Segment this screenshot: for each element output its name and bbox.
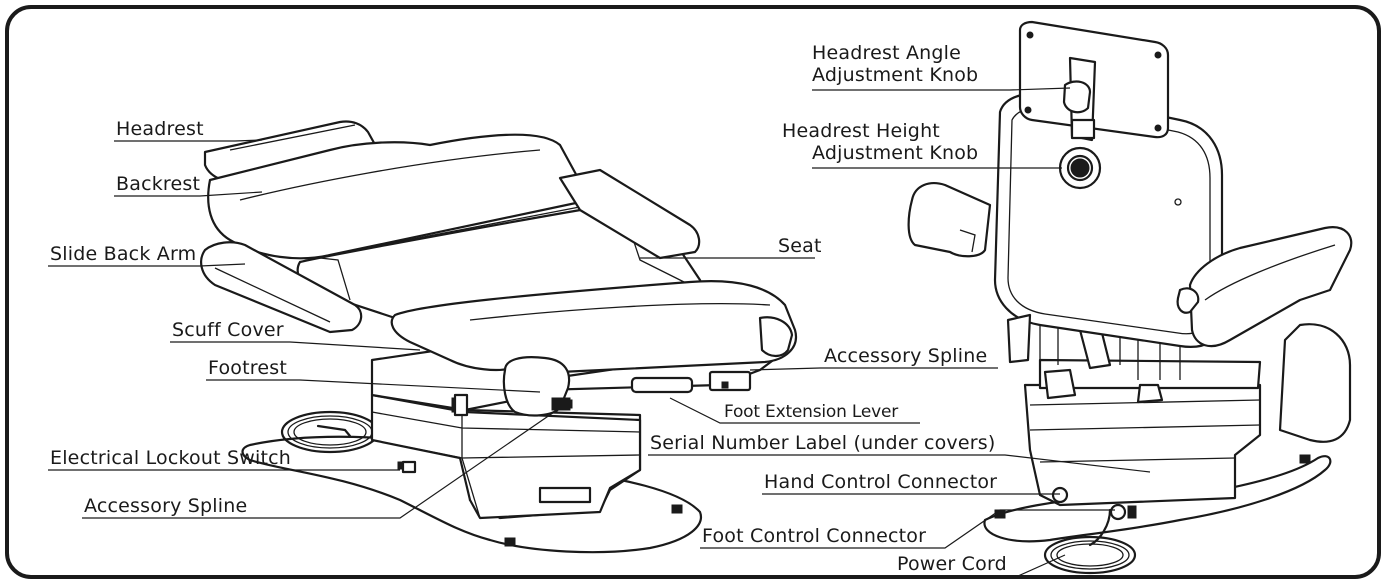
leader-lines <box>48 87 1151 577</box>
right-near-arm <box>1188 226 1353 348</box>
leader-foot-control <box>700 509 1115 549</box>
left-foot-1 <box>504 537 516 547</box>
label-backrest: Backrest <box>116 173 201 195</box>
label-footrest: Footrest <box>208 357 287 379</box>
leader-foot-extension-lever <box>669 397 920 424</box>
leader-power-cord <box>895 554 1066 577</box>
label-foot-control-connector: Foot Control Connector <box>702 525 927 547</box>
right-foot-connector-shape <box>1109 503 1127 521</box>
label-headrest-height-line2: Adjustment Knob <box>812 142 979 164</box>
label-headrest-height-line1: Headrest Height <box>782 120 940 142</box>
right-chair-drawing <box>907 20 1353 575</box>
left-chair-drawing <box>200 120 798 554</box>
label-power-cord: Power Cord <box>897 553 1007 575</box>
label-headrest-height-knob: Headrest Height Adjustment Knob <box>782 120 978 164</box>
left-backrest-cushion <box>207 133 592 260</box>
label-foot-extension-lever: Foot Extension Lever <box>724 402 899 422</box>
leader-headrest <box>114 139 263 142</box>
label-seat: Seat <box>778 235 822 257</box>
label-headrest-angle-knob: Headrest Angle Adjustment Knob <box>812 42 978 86</box>
right-hand-connector-shape <box>1051 486 1069 504</box>
label-headrest-angle-line2: Adjustment Knob <box>812 64 979 86</box>
left-column-panel <box>538 486 592 504</box>
right-height-knob-shape <box>1070 158 1090 178</box>
left-foot-2 <box>671 504 683 514</box>
label-slide-back-arm: Slide Back Arm <box>50 243 197 265</box>
right-cord-coil <box>1043 535 1137 575</box>
leader-headrest-angle <box>812 87 1071 91</box>
label-electrical-lockout-switch: Electrical Lockout Switch <box>50 447 291 469</box>
label-hand-control-connector: Hand Control Connector <box>764 471 998 493</box>
right-far-arm <box>907 182 992 258</box>
leader-footrest <box>206 379 541 393</box>
left-far-arm <box>558 168 701 260</box>
leader-scuff-cover <box>170 341 421 351</box>
leader-accessory-spline-right <box>749 367 998 371</box>
leader-accessory-spline-left <box>82 407 561 519</box>
label-scuff-cover: Scuff Cover <box>172 319 284 341</box>
label-serial-number-label: Serial Number Label (under covers) <box>650 432 996 454</box>
leader-backrest <box>114 191 263 197</box>
right-rear-side <box>1278 323 1352 443</box>
left-foot-extension-lever-shape <box>630 376 694 394</box>
label-accessory-spline-right: Accessory Spline <box>824 345 988 367</box>
leader-slide-back-arm <box>48 263 246 267</box>
label-headrest: Headrest <box>116 118 204 140</box>
label-headrest-angle-line1: Headrest Angle <box>812 42 962 64</box>
leader-serial-label <box>648 454 1151 473</box>
label-accessory-spline-left: Accessory Spline <box>84 495 248 517</box>
right-angle-knob-shape <box>1062 80 1092 114</box>
diagram-frame <box>5 5 1381 579</box>
right-column <box>1023 383 1262 507</box>
